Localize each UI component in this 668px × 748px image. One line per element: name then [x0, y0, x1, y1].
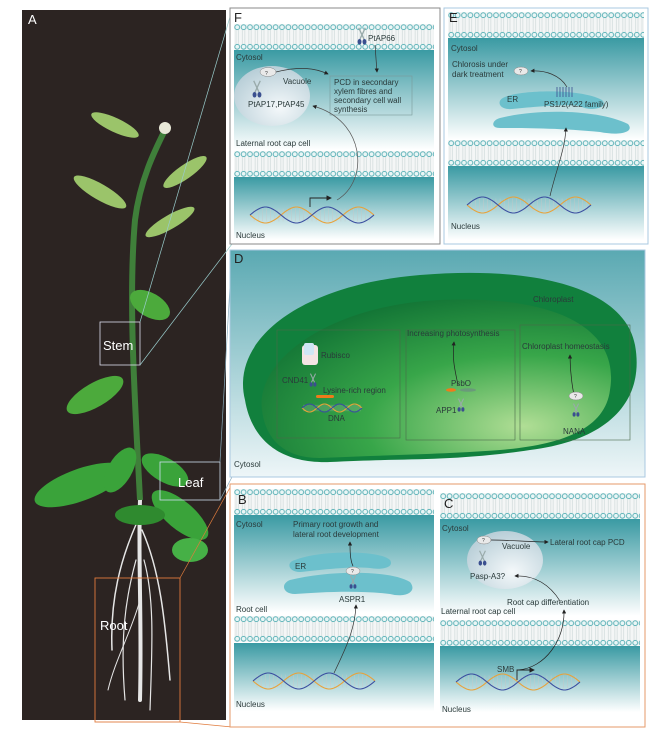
nuclear-membrane	[234, 616, 434, 642]
cell-type-label: Laternal root cap cell	[236, 139, 310, 148]
unknown-marker: ?	[519, 69, 522, 75]
smb-label: SMB	[497, 665, 514, 674]
leaf-label: Leaf	[178, 475, 204, 490]
plasma-membrane	[234, 24, 434, 50]
cnd41-label: CND41	[282, 376, 309, 385]
nucleus-label: Nucleus	[442, 705, 471, 714]
dna-strand	[466, 196, 592, 214]
er-label: ER	[295, 562, 306, 571]
ptap17-ptap45-label: PtAP17,PtAP45	[248, 100, 305, 109]
plasma-membrane	[234, 489, 434, 515]
photosynthesis-label: Increasing photosynthesis	[407, 329, 500, 338]
endoplasmic-reticulum	[493, 91, 630, 134]
nuclear-membrane	[448, 140, 644, 166]
cell-type-label: Root cell	[236, 605, 267, 614]
psbo-label: PsbO	[451, 379, 471, 388]
unknown-marker: ?	[574, 394, 577, 400]
pasp-a3-label: Pasp-A3?	[470, 572, 506, 581]
outcome-box	[329, 75, 413, 116]
nana-label: NANA	[563, 427, 586, 436]
unknown-marker: ?	[351, 569, 354, 575]
stem-label: Stem	[103, 338, 133, 353]
cnd41-box	[276, 329, 401, 439]
vacuole-label: Vacuole	[283, 77, 312, 86]
aspr1-label: ASPR1	[339, 595, 366, 604]
panel-a-plant: A	[22, 9, 233, 728]
vacuole	[467, 531, 543, 589]
chloroplast-label: Chloroplast	[533, 295, 574, 304]
nucleus-label: Nucleus	[451, 222, 480, 231]
stem-leaves	[66, 289, 170, 415]
unknown-marker: ?	[265, 71, 268, 77]
unknown-marker: ?	[482, 538, 485, 544]
nucleus-label: Nucleus	[236, 231, 265, 240]
er-label: ER	[507, 95, 518, 104]
panel-e: E Cytosol Chlorosis under dark treatment…	[443, 7, 649, 245]
transmembrane-protease-icon	[556, 87, 573, 97]
plasma-membrane	[440, 493, 640, 519]
dna-helix	[466, 196, 592, 214]
nana-box	[519, 324, 631, 441]
dna-strand	[455, 673, 581, 691]
cytosol-label: Cytosol	[236, 520, 263, 529]
cytosol-label: Cytosol	[234, 460, 261, 469]
panel-b: B Cytosol Primary root growth and latera…	[234, 489, 434, 711]
panel-c: C Cytosol ? Vacuole Lateral root cap PCD…	[440, 493, 640, 714]
panel-letter-e: E	[449, 10, 458, 25]
lysine-rich-region	[316, 395, 334, 398]
panel-letter-c: C	[444, 496, 453, 511]
cytosol-label: Cytosol	[236, 53, 263, 62]
panel-letter-a: A	[28, 12, 37, 27]
dna-strand	[301, 403, 363, 413]
vacuole-label: Vacuole	[502, 542, 531, 551]
dna-strand	[249, 206, 375, 224]
vacuole	[234, 66, 310, 126]
cell-type-label: Laternal root cap cell	[441, 607, 515, 616]
psbo-protein	[446, 388, 456, 392]
ps12-label: PS1/2(A22 family)	[544, 100, 609, 109]
pcd-outcome-text: PCD in secondary xylem fibres and second…	[334, 78, 403, 114]
dna-label: DNA	[328, 414, 346, 423]
ptap66-label: PtAP66	[368, 34, 396, 43]
app1-box	[405, 329, 516, 441]
app1-label: APP1	[436, 406, 457, 415]
cytosol-label: Cytosol	[442, 524, 469, 533]
plasma-membrane	[448, 12, 644, 38]
cytosol-label: Cytosol	[451, 44, 478, 53]
panel-letter-f: F	[234, 10, 242, 25]
nuclear-membrane	[440, 620, 640, 646]
dna-strand	[252, 672, 376, 690]
stem	[129, 128, 168, 501]
dna-helix	[301, 403, 363, 413]
stem-box	[99, 321, 141, 366]
root-box	[94, 577, 181, 723]
rubisco-icon	[302, 343, 318, 365]
nuclear-membrane	[234, 151, 434, 177]
rubisco-label: Rubisco	[321, 351, 350, 360]
leaf-box	[159, 461, 221, 501]
chloroplast-inner	[261, 299, 612, 458]
dna-helix	[455, 673, 581, 691]
chlorosis-outcome-text: Chlorosis under dark treatment	[452, 60, 510, 79]
dna-helix	[249, 206, 375, 224]
dna-helix	[252, 672, 376, 690]
panel-letter-d: D	[234, 251, 243, 266]
panel-d: D Chloroplast Rubisco CND41 Lysine-rich …	[229, 249, 646, 478]
pcd-outcome-label: Lateral root cap PCD	[550, 538, 625, 547]
nucleus-label: Nucleus	[236, 700, 265, 709]
panel-letter-b: B	[238, 492, 247, 507]
panel-f: F Cytosol ? Vacuole PtAP17,PtAP45 PtAP66…	[229, 7, 441, 245]
lysine-rich-label: Lysine-rich region	[323, 386, 386, 395]
root-growth-outcome-text: Primary root growth and lateral root dev…	[293, 520, 381, 539]
root-label: Root	[100, 618, 128, 633]
homeostasis-label: Chloroplast homeostasis	[522, 342, 610, 351]
cauline-leaves	[73, 112, 207, 238]
differentiation-label: Root cap differentiation	[507, 598, 589, 607]
